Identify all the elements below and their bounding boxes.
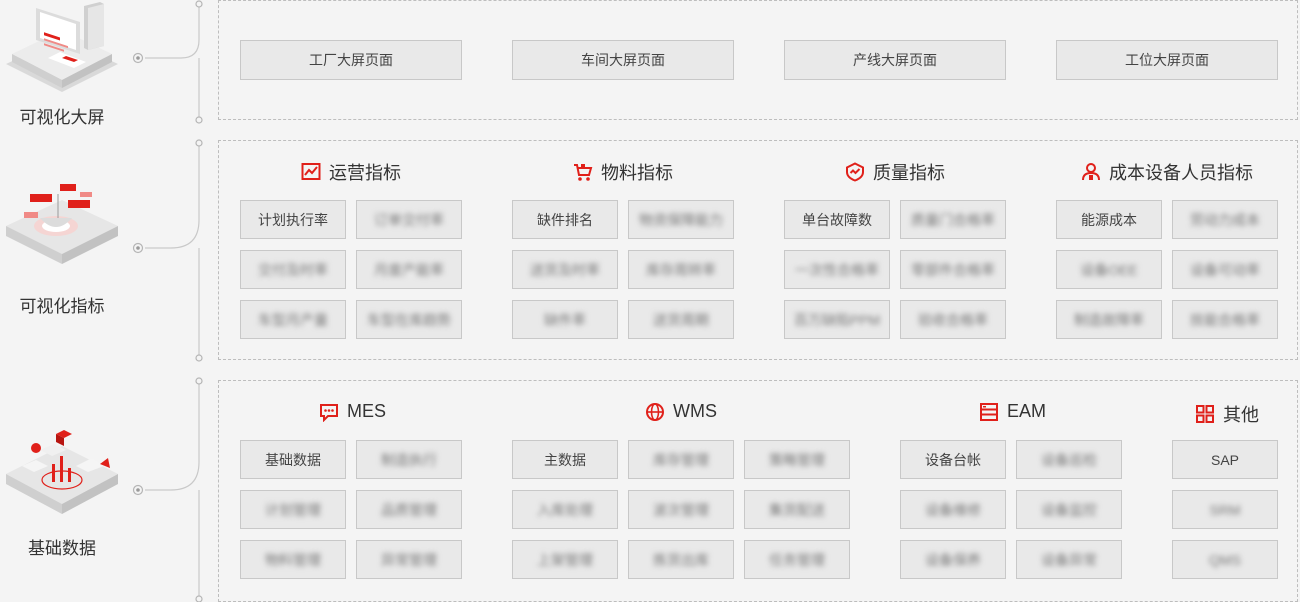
screens-panel: 工厂大屏页面 车间大屏页面 产线大屏页面 工位大屏页面 xyxy=(218,0,1298,120)
indicators-panel: 运营指标 计划执行率 订单交付率 交付及时率 月度产能率 车型月产量 车型在库趋… xyxy=(218,140,1298,360)
data-item[interactable]: 主数据 xyxy=(512,440,618,479)
group-title-operations: 运营指标 xyxy=(301,159,401,185)
data-item[interactable]: 库存管理 xyxy=(628,440,734,479)
data-item[interactable]: 品质管理 xyxy=(356,490,462,529)
cart-icon xyxy=(574,164,593,181)
people-icon xyxy=(1082,163,1100,181)
indicator-item[interactable]: 验收合格率 xyxy=(900,300,1006,339)
group-title-materials: 物料指标 xyxy=(573,159,673,185)
data-item[interactable]: SAP xyxy=(1172,440,1278,479)
data-item[interactable]: 设备巡检 xyxy=(1016,440,1122,479)
indicator-item[interactable]: 缺件率 xyxy=(512,300,618,339)
group-title-quality: 质量指标 xyxy=(845,159,945,185)
indicator-illustration xyxy=(6,184,118,264)
indicator-item[interactable]: 质量门合格率 xyxy=(900,200,1006,239)
section-label-data: 基础数据 xyxy=(28,539,96,558)
indicator-item[interactable]: 设备可动率 xyxy=(1172,250,1278,289)
data-item[interactable]: 拣货出库 xyxy=(628,540,734,579)
data-item[interactable]: 任务管理 xyxy=(744,540,850,579)
indicator-item[interactable]: 送货及时率 xyxy=(512,250,618,289)
indicator-item[interactable]: 能源成本 xyxy=(1056,200,1162,239)
indicator-item[interactable]: 百万缺陷PPM xyxy=(784,300,890,339)
indicator-item[interactable]: 车型在库趋势 xyxy=(356,300,462,339)
indicator-item[interactable]: 计划执行率 xyxy=(240,200,346,239)
indicator-item[interactable]: 设备OEE xyxy=(1056,250,1162,289)
section-label-screen: 可视化大屏 xyxy=(19,108,105,127)
indicator-item[interactable]: 缺件排名 xyxy=(512,200,618,239)
data-item[interactable]: 设备保养 xyxy=(900,540,1006,579)
message-icon xyxy=(320,403,338,422)
group-title-eam: EAM xyxy=(979,401,1046,422)
shield-icon xyxy=(846,162,864,182)
indicator-item[interactable]: 技能合格率 xyxy=(1172,300,1278,339)
tree-connector-lines xyxy=(132,0,203,602)
grid-icon xyxy=(1196,405,1214,423)
data-item[interactable]: 基础数据 xyxy=(240,440,346,479)
line-chart-icon xyxy=(301,163,321,180)
indicator-item[interactable]: 库存周转率 xyxy=(628,250,734,289)
data-item[interactable]: 设备监控 xyxy=(1016,490,1122,529)
data-item[interactable]: 设备维修 xyxy=(900,490,1006,529)
screen-button-factory[interactable]: 工厂大屏页面 xyxy=(240,40,462,80)
indicator-item[interactable]: 一次性合格率 xyxy=(784,250,890,289)
data-item[interactable]: SRM xyxy=(1172,490,1278,529)
data-item[interactable]: 异常管理 xyxy=(356,540,462,579)
indicator-item[interactable]: 订单交付率 xyxy=(356,200,462,239)
group-title-cost-equipment-personnel: 成本设备人员指标 xyxy=(1081,159,1253,185)
base-data-panel: MES 基础数据 制造执行 计划管理 品质管理 物料管理 异常管理 WMS 主数… xyxy=(218,380,1298,602)
data-item[interactable]: 策略管理 xyxy=(744,440,850,479)
screen-button-line[interactable]: 产线大屏页面 xyxy=(784,40,1006,80)
indicator-item[interactable]: 月度产能率 xyxy=(356,250,462,289)
indicator-item[interactable]: 制造故障率 xyxy=(1056,300,1162,339)
data-item[interactable]: 集货配送 xyxy=(744,490,850,529)
indicator-item[interactable]: 单台故障数 xyxy=(784,200,890,239)
data-item[interactable]: 计划管理 xyxy=(240,490,346,529)
indicator-item[interactable]: 劳动力成本 xyxy=(1172,200,1278,239)
group-title-wms: WMS xyxy=(645,401,717,422)
data-item[interactable]: 上架管理 xyxy=(512,540,618,579)
indicator-item[interactable]: 车型月产量 xyxy=(240,300,346,339)
list-icon xyxy=(980,402,998,421)
indicator-item[interactable]: 零部件合格率 xyxy=(900,250,1006,289)
screen-button-workshop[interactable]: 车间大屏页面 xyxy=(512,40,734,80)
data-item[interactable]: QMS xyxy=(1172,540,1278,579)
data-illustration xyxy=(6,430,118,514)
screen-illustration xyxy=(6,2,118,92)
data-item[interactable]: 设备异常 xyxy=(1016,540,1122,579)
data-item[interactable]: 波次管理 xyxy=(628,490,734,529)
section-label-indicator: 可视化指标 xyxy=(19,297,105,316)
category-tree: 可视化大屏 可视化指标 基础数据 xyxy=(0,0,220,602)
globe-icon xyxy=(646,402,664,421)
indicator-item[interactable]: 送货周期 xyxy=(628,300,734,339)
data-item[interactable]: 物料管理 xyxy=(240,540,346,579)
group-title-other: 其他 xyxy=(1195,401,1259,427)
data-item[interactable]: 设备台帐 xyxy=(900,440,1006,479)
indicator-item[interactable]: 物资保障能力 xyxy=(628,200,734,239)
indicator-item[interactable]: 交付及时率 xyxy=(240,250,346,289)
group-title-mes: MES xyxy=(319,401,386,422)
screen-button-station[interactable]: 工位大屏页面 xyxy=(1056,40,1278,80)
data-item[interactable]: 入库处理 xyxy=(512,490,618,529)
data-item[interactable]: 制造执行 xyxy=(356,440,462,479)
